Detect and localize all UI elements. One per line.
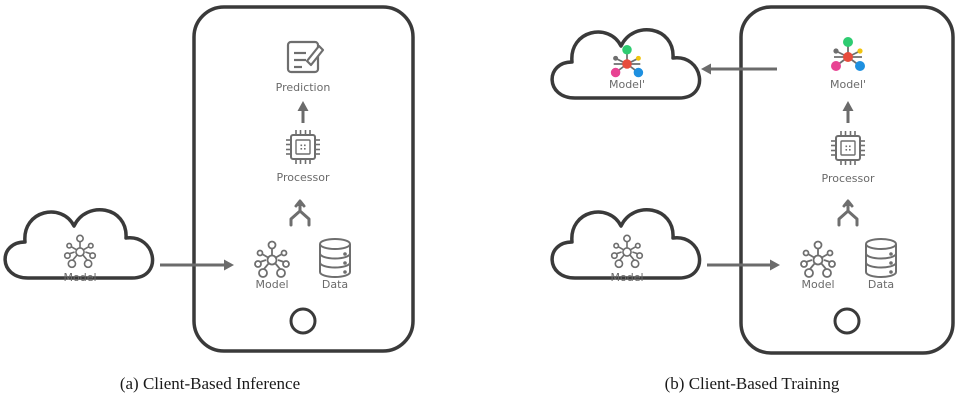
prediction-label: Prediction [276, 81, 331, 94]
updated-model-label-b: Model' [830, 78, 866, 91]
arrow-model-to-cloud-b [701, 63, 777, 75]
cloud-a-model-label: Model [63, 271, 96, 284]
cloud-b-top: Model' [550, 27, 702, 100]
phone-a-home-button [289, 307, 317, 335]
arrow-processor-to-model-b [842, 101, 854, 123]
data-label-a: Data [322, 278, 348, 291]
caption-a: (a) Client-Based Inference [120, 374, 300, 393]
model-label-b: Model [801, 278, 834, 291]
arrow-cloud-to-model-a [160, 259, 234, 271]
caption-b: (b) Client-Based Training [665, 374, 840, 393]
cloud-a: Model [3, 207, 155, 284]
panel-a: Model Prediction Processor Model Data (a… [3, 5, 415, 393]
cloud-b-bottom-model-label: Model [610, 271, 643, 284]
model-label-a: Model [255, 278, 288, 291]
phone-b-home-button [833, 307, 861, 335]
phone-a [192, 5, 415, 353]
processor-label-a: Processor [277, 171, 330, 184]
panel-b: Model' Model' Processor Model Model Data [550, 5, 955, 393]
data-label-b: Data [868, 278, 894, 291]
arrow-cloud-to-model-b [707, 259, 780, 271]
prediction-icon [286, 40, 325, 74]
processor-label-b: Processor [822, 172, 875, 185]
cloud-b-bottom: Model [550, 207, 702, 284]
cloud-b-top-model-label: Model' [609, 78, 645, 91]
arrow-processor-to-prediction [297, 101, 309, 123]
phone-b [739, 5, 955, 355]
